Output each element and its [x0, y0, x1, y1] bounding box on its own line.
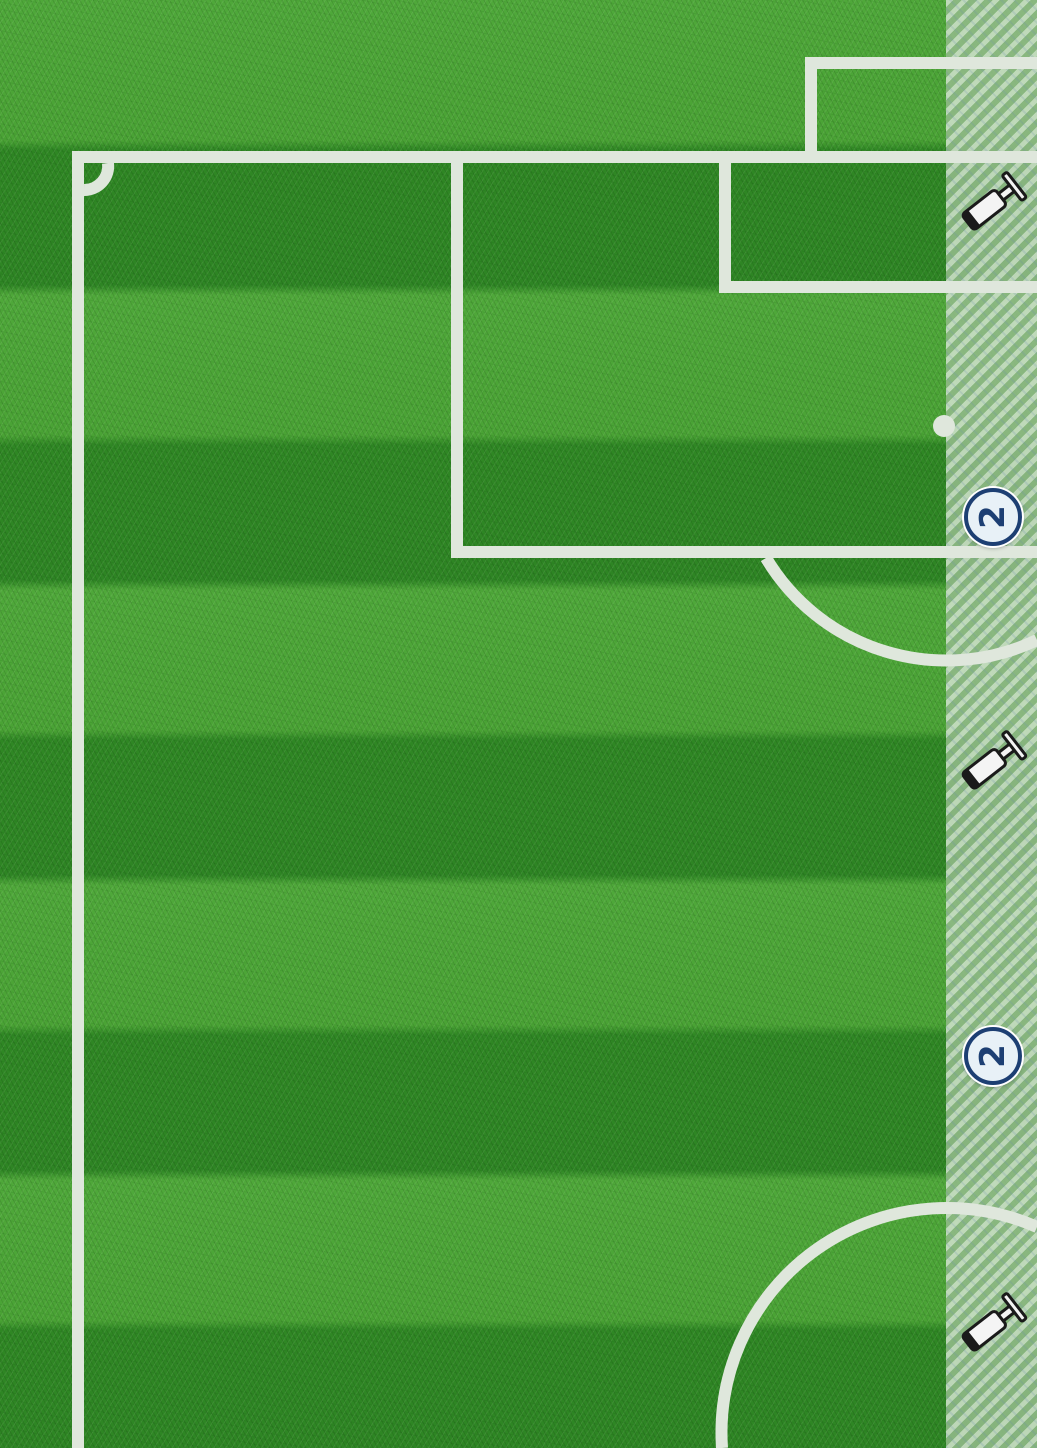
ball-pump-icon[interactable] [953, 722, 1033, 802]
player-token[interactable]: 2 [964, 1027, 1022, 1085]
penalty-arc [766, 558, 1037, 661]
penalty-area-line [457, 157, 1037, 552]
token-number: 2 [976, 1044, 1010, 1068]
token-number: 2 [976, 505, 1010, 529]
upper-goal-box-line [811, 63, 1037, 157]
penalty-spot [933, 415, 955, 437]
corner-arc [84, 163, 108, 190]
ball-pump-icon[interactable] [953, 1284, 1033, 1364]
player-token[interactable]: 2 [964, 488, 1022, 546]
ball-pump-icon[interactable] [953, 163, 1033, 243]
